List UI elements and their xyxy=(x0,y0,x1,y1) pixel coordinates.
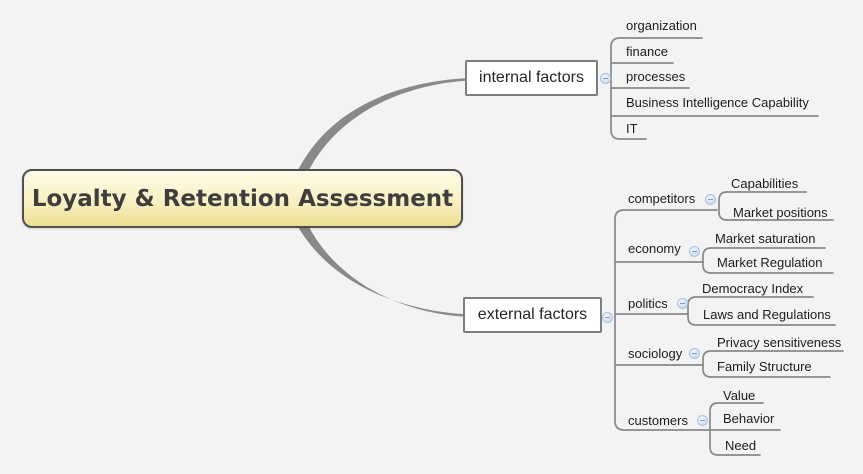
topic-market-saturation[interactable]: Market saturation xyxy=(715,231,816,246)
minus-glyph xyxy=(692,251,697,252)
topic-need[interactable]: Need xyxy=(725,438,757,453)
minus-glyph xyxy=(708,199,713,200)
sociology-child-spine xyxy=(702,350,844,378)
topic-democracy-index[interactable]: Democracy Index xyxy=(702,281,804,296)
topic-customers[interactable]: customers xyxy=(628,413,688,428)
topic-politics[interactable]: politics xyxy=(628,296,668,311)
minus-glyph xyxy=(692,353,697,354)
collapse-icon-competitors[interactable] xyxy=(705,194,716,205)
economy-child-spine xyxy=(702,247,834,274)
topic-behavior[interactable]: Behavior xyxy=(723,411,775,426)
topic-internal-factors[interactable]: internal factors xyxy=(465,60,598,96)
collapse-icon-economy[interactable] xyxy=(689,246,700,257)
topic-external-factors[interactable]: external factors xyxy=(463,297,602,333)
branch-curve-internal xyxy=(297,78,465,176)
topic-market-regulation[interactable]: Market Regulation xyxy=(717,255,823,270)
collapse-icon-external[interactable] xyxy=(602,312,613,323)
topic-value[interactable]: Value xyxy=(723,388,756,403)
topic-market-positions[interactable]: Market positions xyxy=(733,205,828,220)
central-topic[interactable]: Loyalty & Retention Assessment xyxy=(22,169,463,228)
topic-laws-and-regulations[interactable]: Laws and Regulations xyxy=(703,307,831,322)
topic-finance[interactable]: finance xyxy=(626,44,668,59)
minus-glyph xyxy=(700,420,705,421)
collapse-icon-sociology[interactable] xyxy=(689,348,700,359)
external-spine xyxy=(614,209,718,431)
topic-business-intelligence-capability[interactable]: Business Intelligence Capability xyxy=(626,95,809,110)
customers-child-spine xyxy=(709,402,764,456)
topic-capabilities[interactable]: Capabilities xyxy=(731,176,799,191)
topic-processes[interactable]: processes xyxy=(626,69,686,84)
minus-glyph xyxy=(603,78,608,79)
politics-child-spine xyxy=(687,296,836,326)
topic-economy[interactable]: economy xyxy=(628,241,681,256)
branch-curve-external xyxy=(297,221,465,317)
topic-sociology[interactable]: sociology xyxy=(628,346,683,361)
collapse-icon-customers[interactable] xyxy=(697,415,708,426)
minus-glyph xyxy=(680,303,685,304)
collapse-icon-internal[interactable] xyxy=(600,73,611,84)
minus-glyph xyxy=(605,317,610,318)
topic-it[interactable]: IT xyxy=(626,121,638,136)
topic-organization[interactable]: organization xyxy=(626,18,697,33)
competitors-child-spine xyxy=(718,191,834,221)
topic-competitors[interactable]: competitors xyxy=(628,191,696,206)
topic-privacy-sensitiveness[interactable]: Privacy sensitiveness xyxy=(717,335,842,350)
collapse-icon-politics[interactable] xyxy=(677,298,688,309)
topic-family-structure[interactable]: Family Structure xyxy=(717,359,812,374)
